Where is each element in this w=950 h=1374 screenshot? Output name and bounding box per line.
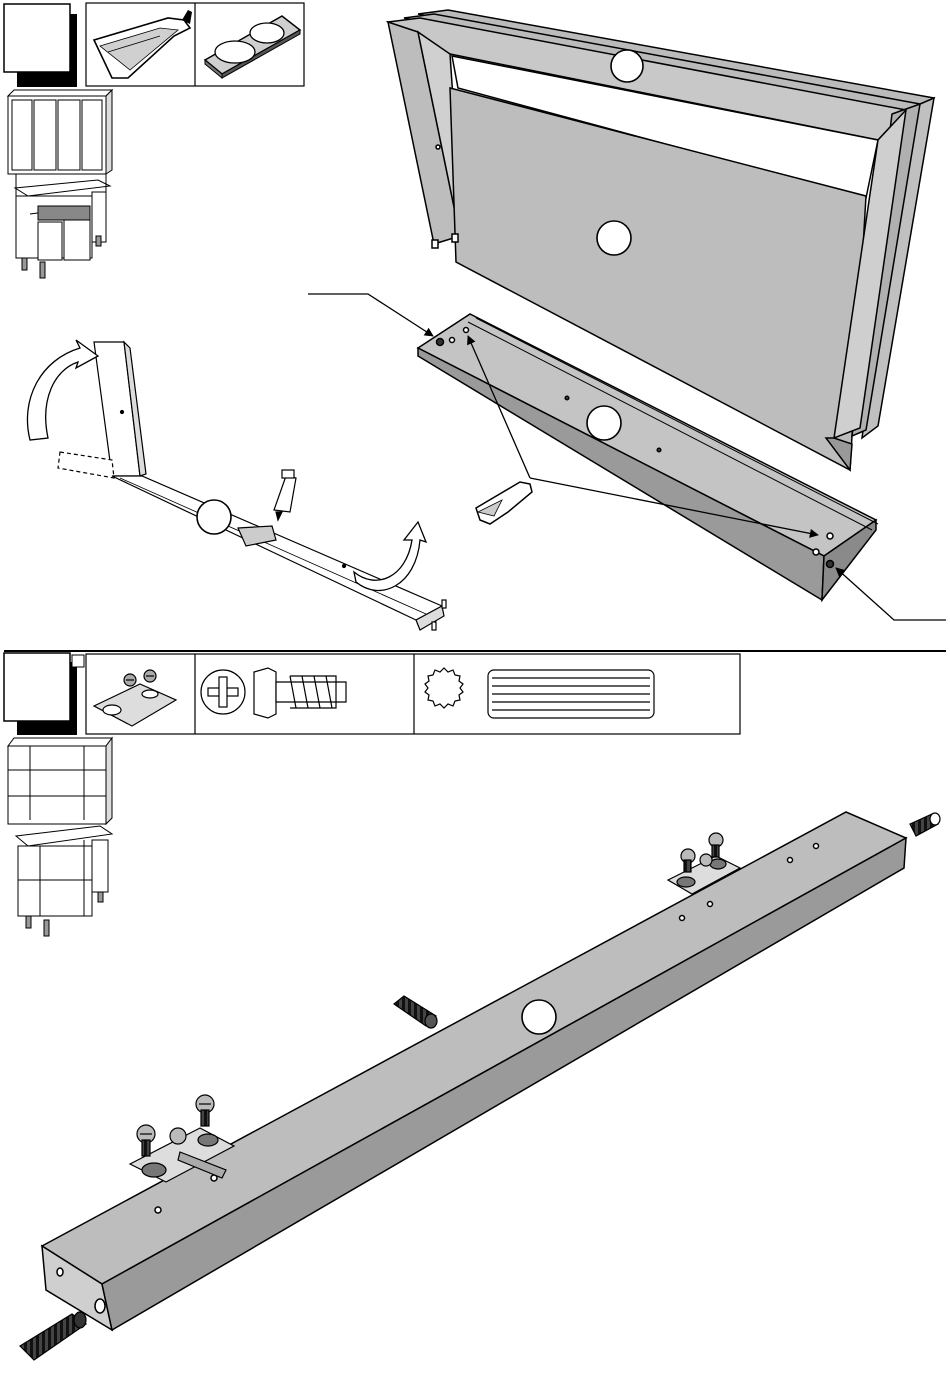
cabinet-frame-top xyxy=(388,10,934,470)
cabinet-thumbnail-closed xyxy=(8,90,112,278)
glue-bottle-pointer-icon xyxy=(476,482,532,524)
hardware-strip xyxy=(86,654,740,734)
hinge-mount-left xyxy=(130,1095,234,1182)
part-callout-long-rail xyxy=(522,1000,556,1034)
long-rail-board xyxy=(42,812,906,1330)
wooden-dowel-left xyxy=(20,1312,86,1360)
hardware-strip xyxy=(86,3,304,86)
step-2 xyxy=(4,653,940,1360)
wooden-dowel-right xyxy=(910,813,940,836)
step-number-box xyxy=(4,653,84,735)
part-callout-top-rail xyxy=(611,50,643,82)
step-number-box xyxy=(4,4,77,87)
part-callout-bottom-board xyxy=(587,406,621,440)
part-callout-back-panel xyxy=(597,221,631,255)
rotate-arrow-left xyxy=(27,340,98,440)
step-1 xyxy=(4,3,946,630)
rotate-arrow-right xyxy=(354,522,426,590)
cabinet-thumbnail-frame xyxy=(8,738,112,936)
part-callout-side-board xyxy=(197,500,231,534)
wooden-dowel-middle xyxy=(394,996,437,1028)
